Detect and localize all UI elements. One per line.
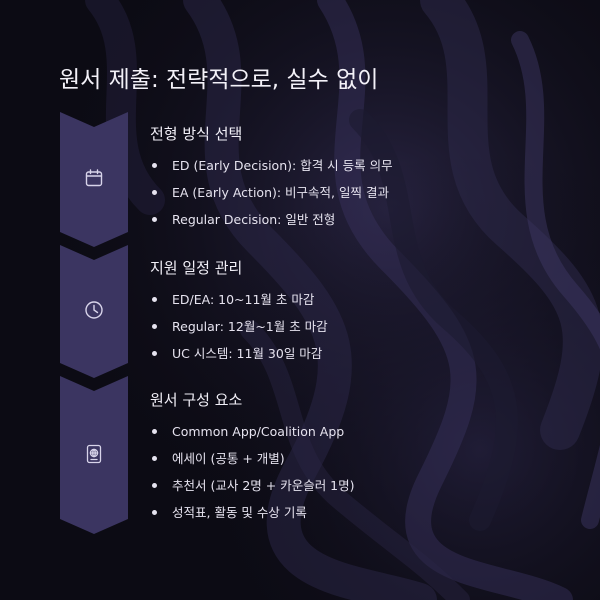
bullet-dot xyxy=(152,429,157,434)
list-item-text: ED/EA: 10~11월 초 마감 xyxy=(172,292,315,307)
bullet-dot xyxy=(152,297,157,302)
list-item: ED (Early Decision): 합격 시 등록 의무 xyxy=(150,152,393,179)
chevron-step-2 xyxy=(60,245,128,378)
bullet-dot xyxy=(152,456,157,461)
bullet-list: ED/EA: 10~11월 초 마감 Regular: 12월~1월 초 마감 … xyxy=(150,286,328,367)
list-item: Regular: 12월~1월 초 마감 xyxy=(150,313,328,340)
list-item: Regular Decision: 일반 전형 xyxy=(150,206,393,233)
section-components: 원서 구성 요소 Common App/Coalition App 에세이 (공… xyxy=(150,390,355,526)
list-item-text: UC 시스템: 11월 30일 마감 xyxy=(172,346,323,361)
chevron-step-1 xyxy=(60,112,128,247)
chevron-step-3 xyxy=(60,376,128,534)
clock-icon xyxy=(84,300,104,320)
section-heading: 지원 일정 관리 xyxy=(150,259,243,277)
list-item-text: ED (Early Decision): 합격 시 등록 의무 xyxy=(172,158,393,173)
list-item: Common App/Coalition App xyxy=(150,418,355,445)
bullet-dot xyxy=(152,217,157,222)
list-item-text: 추천서 (교사 2명 + 카운슬러 1명) xyxy=(172,478,355,493)
bullet-dot xyxy=(152,351,157,356)
passport-icon xyxy=(84,444,104,464)
list-item-text: EA (Early Action): 비구속적, 일찍 결과 xyxy=(172,185,389,200)
bullet-dot xyxy=(152,483,157,488)
section-heading: 원서 구성 요소 xyxy=(150,391,243,409)
list-item-text: Regular Decision: 일반 전형 xyxy=(172,212,336,227)
list-item: ED/EA: 10~11월 초 마감 xyxy=(150,286,328,313)
section-schedule: 지원 일정 관리 ED/EA: 10~11월 초 마감 Regular: 12월… xyxy=(150,258,328,367)
list-item-text: 에세이 (공통 + 개별) xyxy=(172,451,285,466)
page-title: 원서 제출: 전략적으로, 실수 없이 xyxy=(59,67,379,93)
list-item: 성적표, 활동 및 수상 기록 xyxy=(150,499,355,526)
bullet-list: ED (Early Decision): 합격 시 등록 의무 EA (Earl… xyxy=(150,152,393,233)
section-heading: 전형 방식 선택 xyxy=(150,125,243,143)
list-item-text: Common App/Coalition App xyxy=(172,424,345,439)
list-item: UC 시스템: 11월 30일 마감 xyxy=(150,340,328,367)
bullet-list: Common App/Coalition App 에세이 (공통 + 개별) 추… xyxy=(150,418,355,526)
list-item: EA (Early Action): 비구속적, 일찍 결과 xyxy=(150,179,393,206)
calendar-icon xyxy=(84,168,104,188)
bullet-dot xyxy=(152,190,157,195)
list-item: 에세이 (공통 + 개별) xyxy=(150,445,355,472)
section-application-type: 전형 방식 선택 ED (Early Decision): 합격 시 등록 의무… xyxy=(150,124,393,233)
list-item: 추천서 (교사 2명 + 카운슬러 1명) xyxy=(150,472,355,499)
bullet-dot xyxy=(152,163,157,168)
bullet-dot xyxy=(152,510,157,515)
bullet-dot xyxy=(152,324,157,329)
list-item-text: Regular: 12월~1월 초 마감 xyxy=(172,319,328,334)
list-item-text: 성적표, 활동 및 수상 기록 xyxy=(172,505,307,520)
